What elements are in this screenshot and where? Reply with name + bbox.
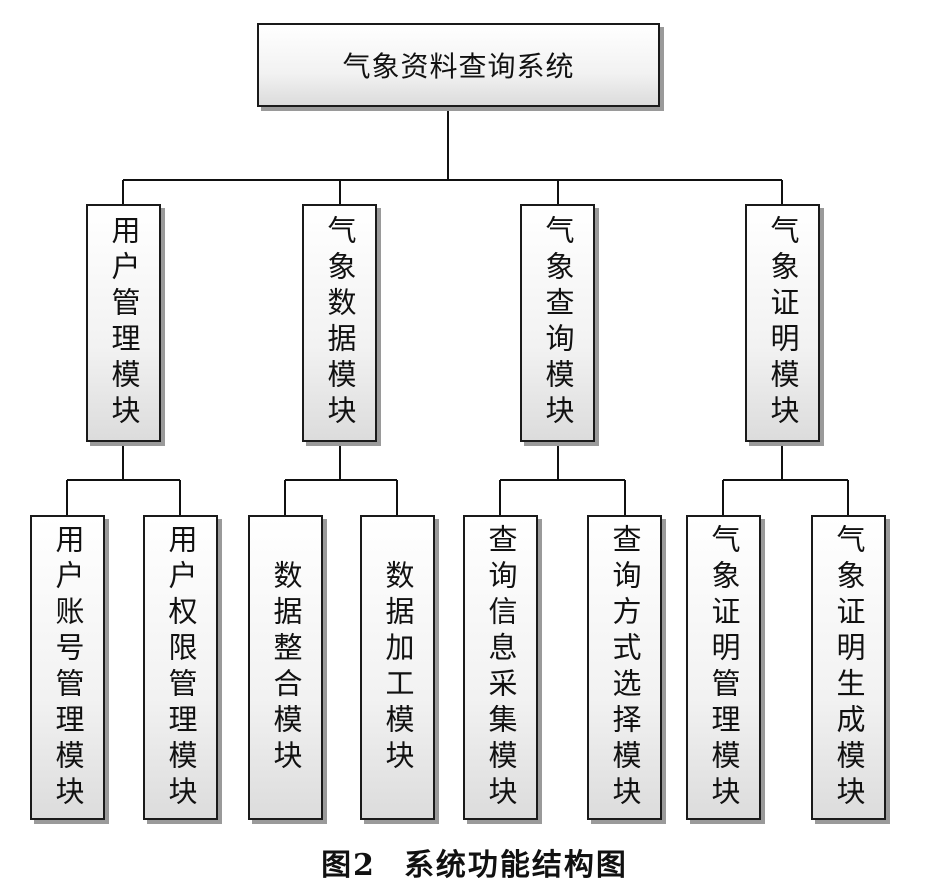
submodule-certificate-management: 气象证明管理模块 xyxy=(686,515,761,820)
figure-caption: 图2 系统功能结构图 xyxy=(0,840,949,884)
submodule-query-info-collection: 查询信息采集模块 xyxy=(463,515,538,820)
module-user-management: 用户管理模块 xyxy=(86,204,161,442)
module-weather-data: 气象数据模块 xyxy=(302,204,377,442)
submodule-label: 用户权限管理模块 xyxy=(164,523,198,812)
submodule-label: 气象证明生成模块 xyxy=(832,523,866,812)
submodule-data-processing: 数据加工模块 xyxy=(360,515,435,820)
module-weather-certificate: 气象证明模块 xyxy=(745,204,820,442)
submodule-user-permission: 用户权限管理模块 xyxy=(143,515,218,820)
submodule-data-integration: 数据整合模块 xyxy=(248,515,323,820)
module-label: 气象查询模块 xyxy=(541,215,575,431)
submodule-label: 数据加工模块 xyxy=(381,559,415,776)
submodule-certificate-generation: 气象证明生成模块 xyxy=(811,515,886,820)
root-node: 气象资料查询系统 xyxy=(257,23,660,107)
submodule-label: 用户账号管理模块 xyxy=(51,523,85,812)
figure-number: 图2 xyxy=(321,848,376,883)
module-label: 用户管理模块 xyxy=(107,215,141,431)
root-node-label: 气象资料查询系统 xyxy=(342,50,575,83)
module-label: 气象数据模块 xyxy=(323,215,357,431)
submodule-label: 查询信息采集模块 xyxy=(484,523,518,812)
submodule-label: 查询方式选择模块 xyxy=(608,523,642,812)
submodule-user-account: 用户账号管理模块 xyxy=(30,515,105,820)
submodule-query-method-selection: 查询方式选择模块 xyxy=(587,515,662,820)
submodule-label: 气象证明管理模块 xyxy=(707,523,741,812)
submodule-label: 数据整合模块 xyxy=(269,559,303,776)
module-label: 气象证明模块 xyxy=(766,215,800,431)
module-weather-query: 气象查询模块 xyxy=(520,204,595,442)
figure-title: 系统功能结构图 xyxy=(403,848,628,883)
